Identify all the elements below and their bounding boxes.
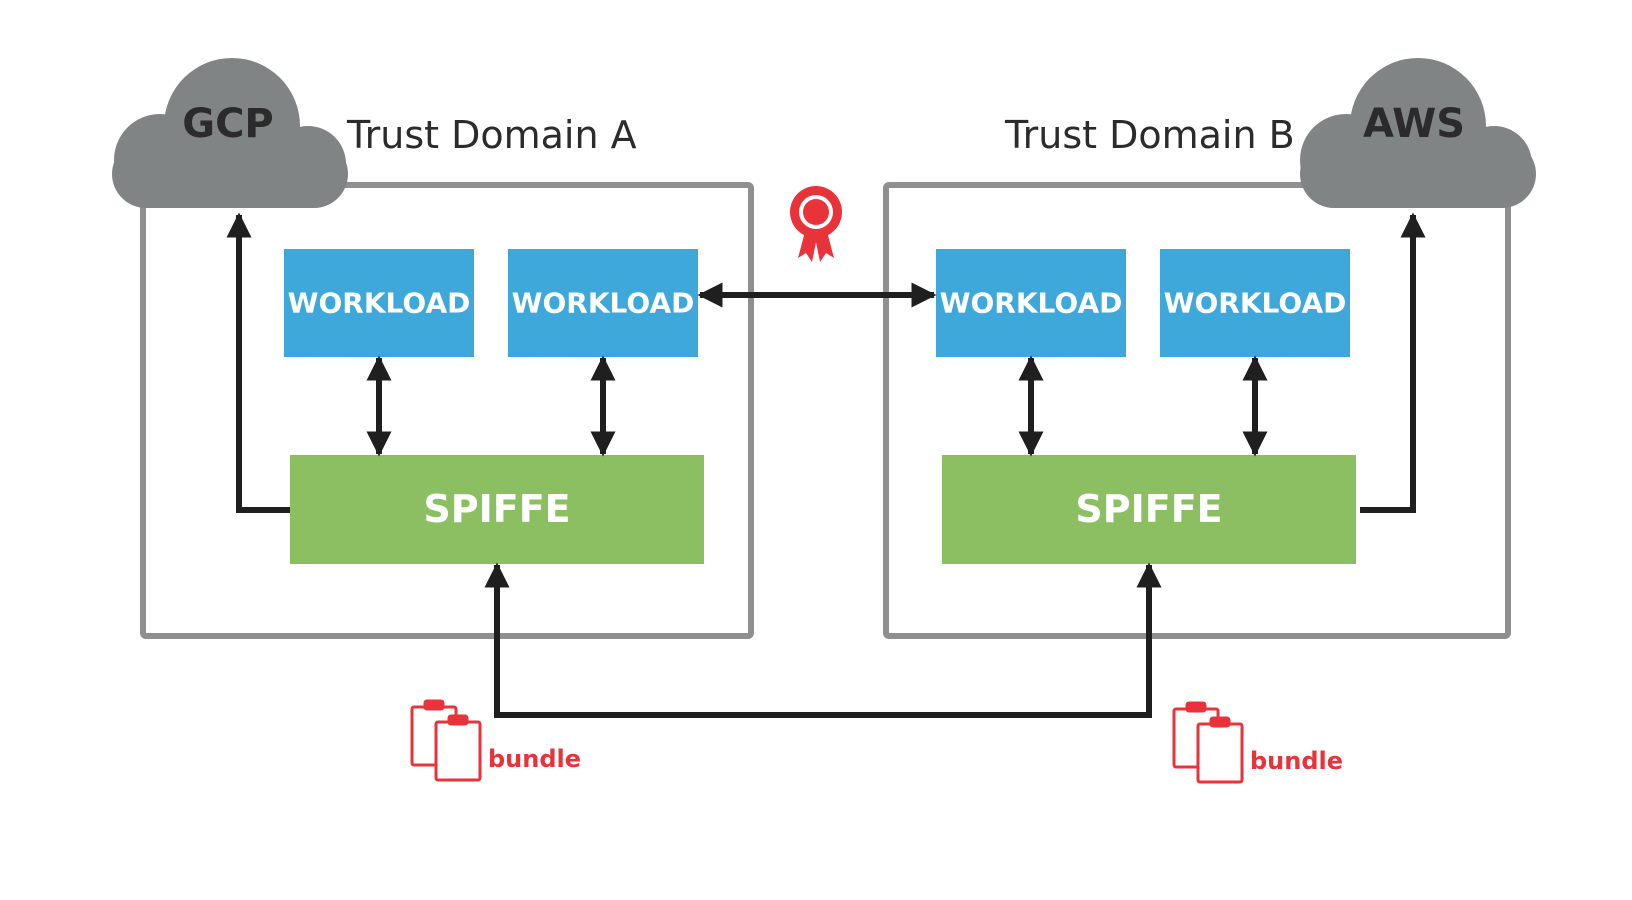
- domain-a-workload-1-label: WORKLOAD: [288, 287, 471, 320]
- domain-b-workload-2: [1160, 249, 1350, 357]
- domain-a-spiffe: [290, 455, 704, 564]
- domain-a-workload-2-label: WORKLOAD: [512, 287, 695, 320]
- bundle-b-clipboard-stack-icon: [1172, 701, 1244, 784]
- trust-domain-b-border: [883, 182, 1511, 639]
- domain-b-workload-1-label: WORKLOAD: [940, 287, 1123, 320]
- trust-domain-b-label: Trust Domain B: [1004, 113, 1295, 157]
- arrow-spiffe-b-to-aws: [1360, 212, 1426, 513]
- ribbon-badge-icon: [790, 186, 842, 262]
- aws-label: AWS: [1363, 101, 1465, 147]
- domain-a-spiffe-label: SPIFFE: [423, 487, 570, 531]
- arrow-spiffe-a-to-gcp: [226, 212, 290, 513]
- domain-b-spiffe: [942, 455, 1356, 564]
- arrow-bundle-exchange: [484, 562, 1162, 718]
- bundle-b-label: bundle: [1250, 747, 1343, 775]
- bundle-a-label: bundle: [488, 745, 581, 773]
- gcp-cloud-icon: [112, 58, 348, 208]
- trust-domain-a-label: Trust Domain A: [346, 113, 637, 157]
- aws-cloud-icon: [1300, 58, 1536, 208]
- domain-a-workload-2: [508, 249, 698, 357]
- domain-b-spiffe-label: SPIFFE: [1075, 487, 1222, 531]
- trust-domain-a-border: [140, 182, 754, 639]
- bundle-a-clipboard-stack-icon: [410, 699, 482, 782]
- domain-b-workload-1: [936, 249, 1126, 357]
- domain-b-workload-2-label: WORKLOAD: [1164, 287, 1347, 320]
- domain-a-workload-1: [284, 249, 474, 357]
- gcp-label: GCP: [182, 101, 274, 147]
